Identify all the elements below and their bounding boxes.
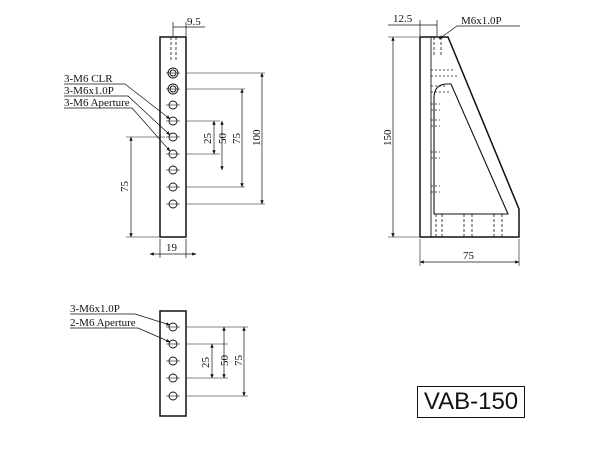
model-title-box: VAB-150 [417, 386, 525, 418]
side-callout-aperture: 3-M6 Aperture [64, 97, 130, 109]
side-dim-75-left: 75 [119, 181, 131, 193]
side-view: 9.5 19 3-M6 CLR 3-M6x1.0P 3-M6 Aperture [64, 16, 265, 258]
side-dim-100: 100 [251, 129, 263, 146]
front-view: 12.5 M6x1.0P 150 75 [382, 13, 520, 266]
side-dim-50: 50 [217, 133, 229, 145]
bottom-dim-50: 50 [219, 355, 231, 367]
side-top-width-label: 9.5 [187, 16, 201, 28]
bottom-dim-25: 25 [200, 357, 212, 369]
bottom-callout-aperture: 2-M6 Aperture [70, 317, 136, 329]
bottom-callout-thread: 3-M6x1.0P [70, 303, 120, 315]
side-dim-25: 25 [202, 133, 214, 145]
side-dim-75: 75 [231, 133, 243, 145]
front-height-label: 150 [382, 129, 394, 146]
bottom-holes [168, 322, 178, 401]
bottom-plate-outline [159, 310, 187, 417]
bottom-view: 3-M6x1.0P 2-M6 Aperture 25 50 75 [70, 303, 248, 417]
front-thread-callout: M6x1.0P [461, 15, 502, 27]
side-callout-thread: 3-M6x1.0P [64, 85, 114, 97]
side-callout-clr: 3-M6 CLR [64, 73, 113, 85]
model-title: VAB-150 [423, 388, 519, 415]
side-bottom-width-label: 19 [166, 242, 178, 254]
bottom-dim-75: 75 [233, 355, 245, 367]
front-width-label: 75 [463, 250, 475, 262]
front-bracket-outline [419, 36, 520, 238]
front-top-offset-label: 12.5 [393, 13, 413, 25]
